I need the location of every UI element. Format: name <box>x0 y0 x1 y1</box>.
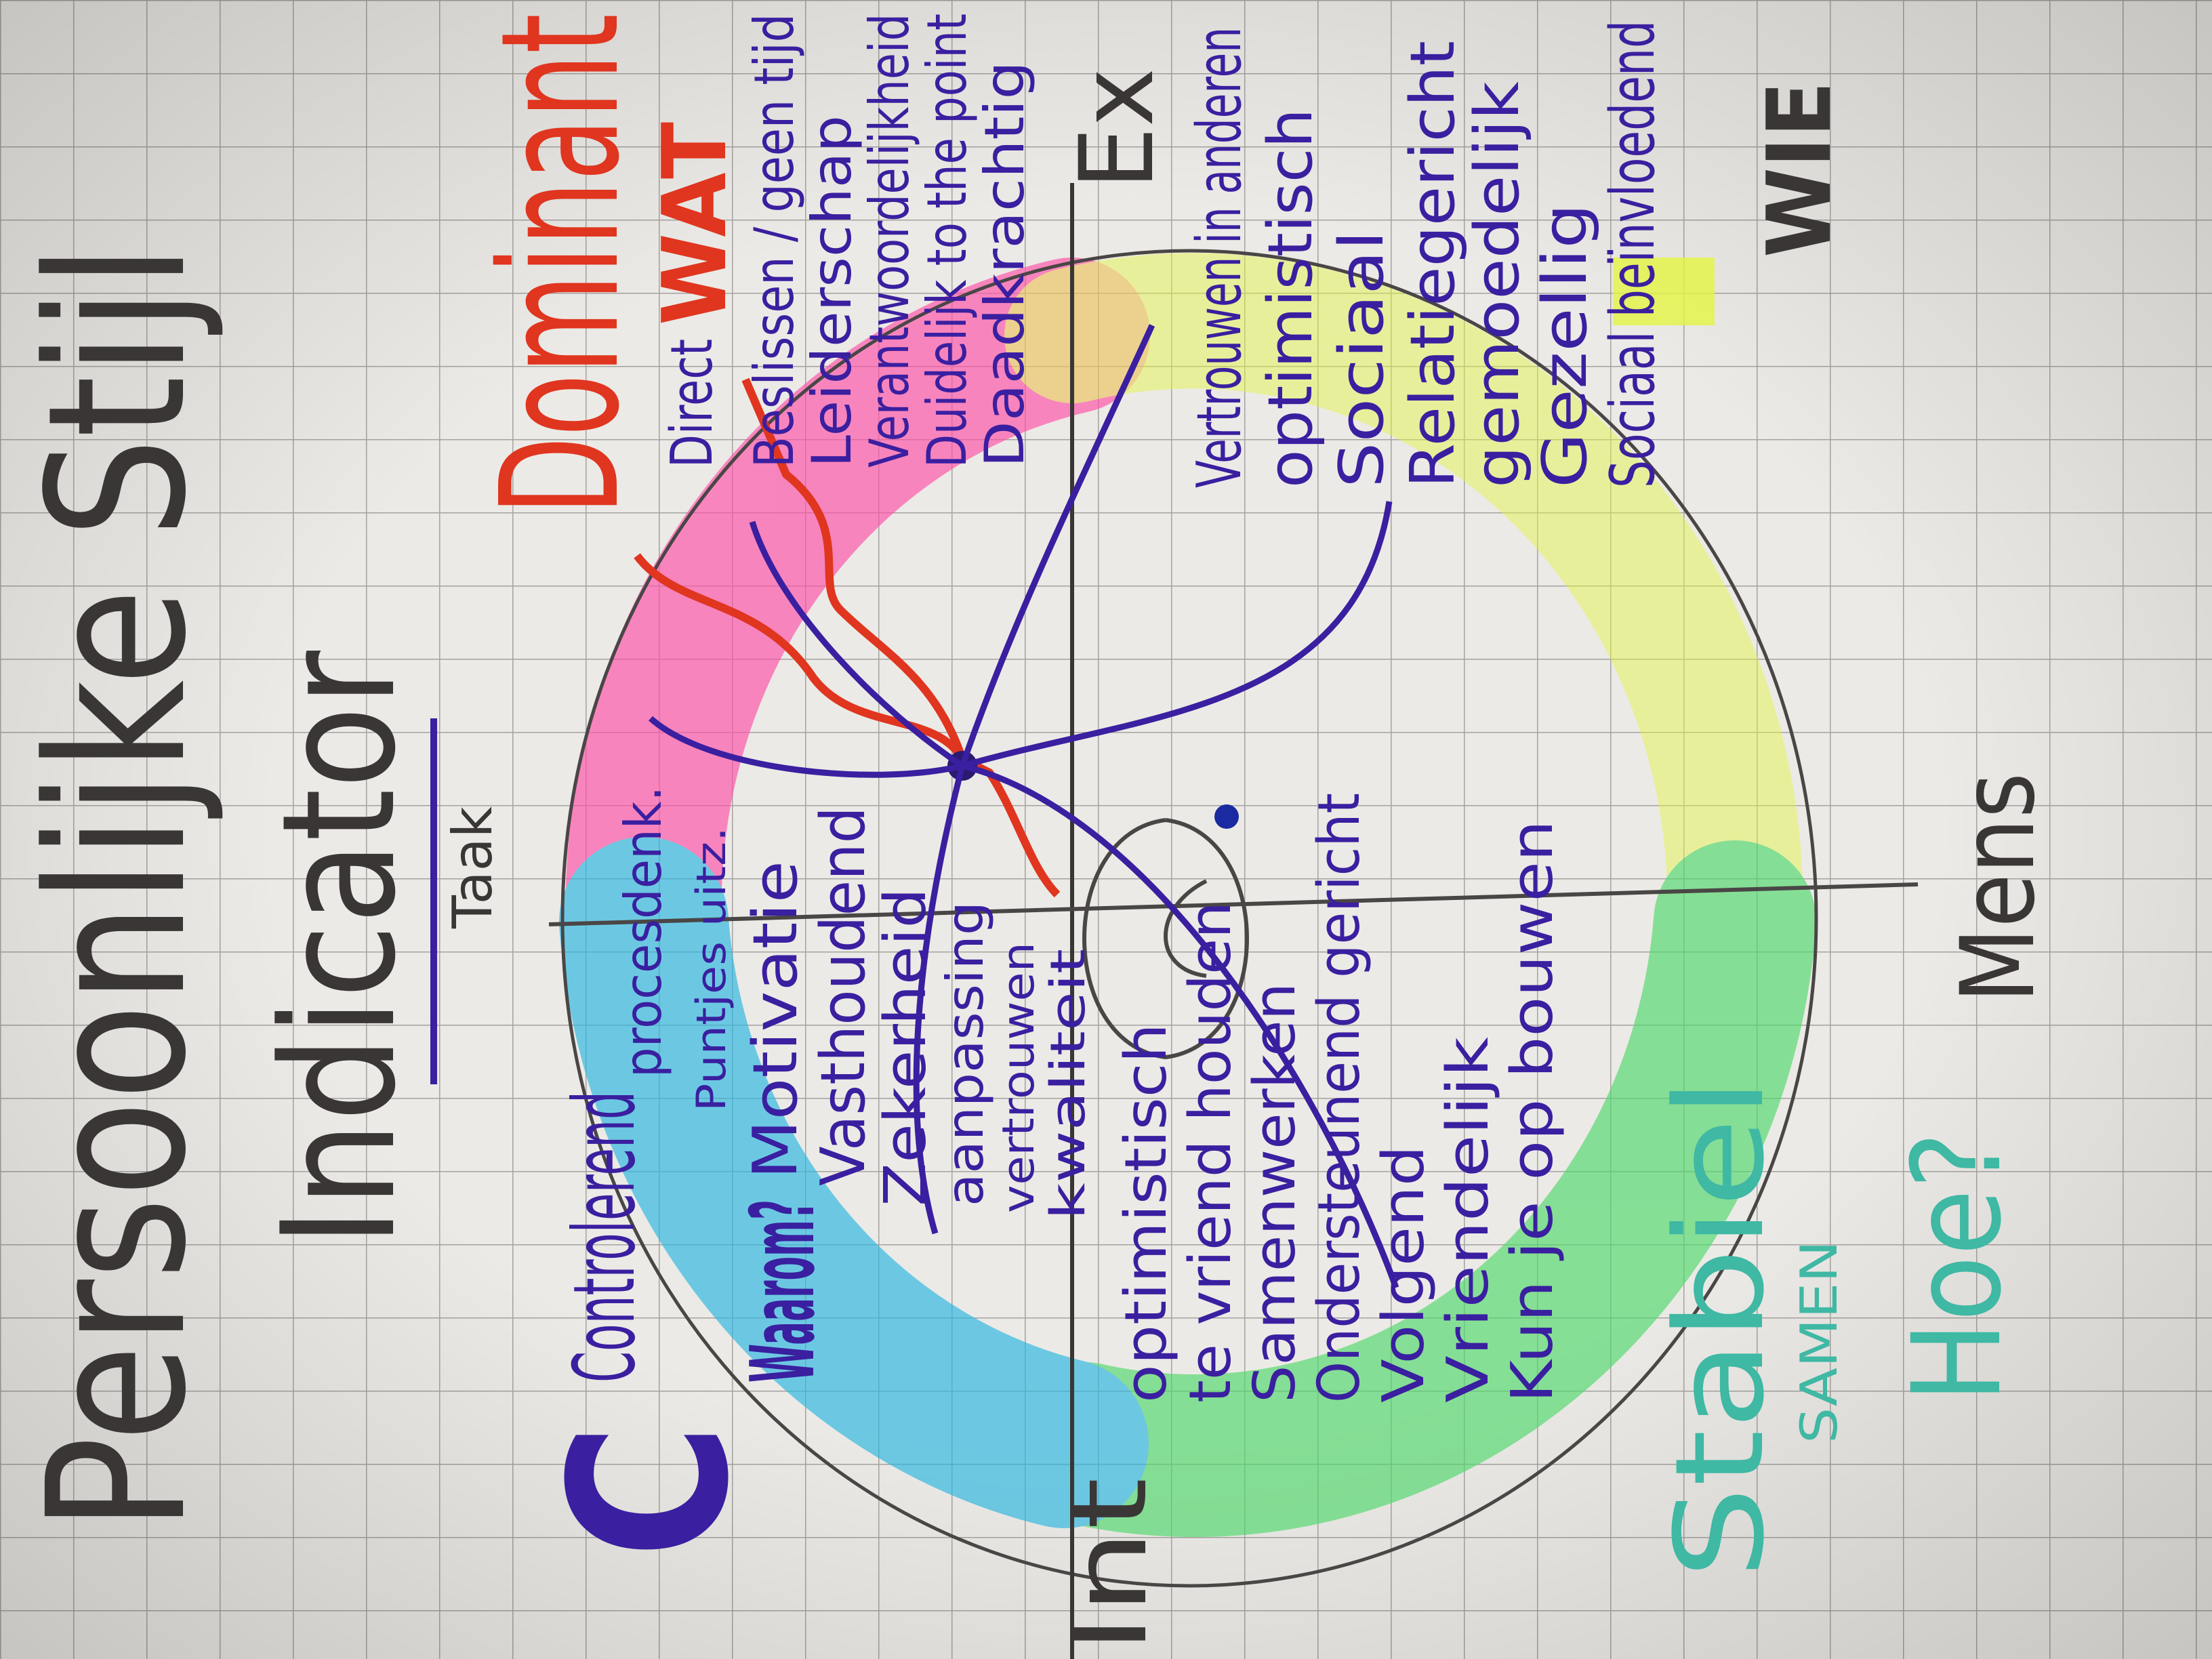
controlerend-title: Controlerend <box>556 1091 654 1382</box>
page-subtitle: Indicator <box>249 651 430 1247</box>
arrow-to-invloedend <box>961 501 1393 769</box>
stabiel-item: optimistisch <box>1113 1023 1180 1403</box>
axis-label-int: Int <box>1052 1477 1170 1654</box>
invloedend-item: Sociaal <box>1326 230 1397 488</box>
center-spiral <box>1082 818 1249 1060</box>
controlerend-item: kwaliteit <box>1040 949 1096 1220</box>
dominant-item: Leiderschap <box>800 115 863 468</box>
controlerend-item: Vasthoudend <box>808 806 879 1186</box>
stabiel-item: Ondersteunend gericht <box>1306 793 1373 1403</box>
controlerend-item: Puntjes uitz. <box>688 827 735 1111</box>
invloedend-item: optimistisch <box>1255 108 1326 488</box>
model-circle <box>560 249 1818 1588</box>
dominant-item: Daadkrachtig <box>973 61 1036 468</box>
axis-label-mens: Mens <box>1940 773 2057 1003</box>
stabiel-title: Stabiel <box>1650 1078 1791 1579</box>
invloedend-item: Sociaal beïnvloedend <box>1597 20 1668 488</box>
dominant-item: Beslissen / geen tijd <box>743 14 806 468</box>
blue-arrows <box>649 324 1399 1289</box>
stabiel-item: te vriend houden <box>1177 901 1244 1403</box>
red-boundary-line <box>634 377 1061 898</box>
dominant-item: Verantwoordelijkheid <box>858 14 921 468</box>
invloedend-item: Gezellig <box>1530 203 1601 488</box>
controlerend-color-zone <box>559 837 1149 1528</box>
controlerend-item: aanpassing <box>935 901 995 1206</box>
marker-dot <box>1214 804 1239 829</box>
stabiel-subtitle: SAMEN <box>1789 1240 1849 1443</box>
arrow-to-dominant <box>749 520 964 769</box>
invloedend-question: WIE <box>1748 81 1851 258</box>
page-title: Persoonlijke Stijl <box>7 244 228 1532</box>
arrow-to-stabiel <box>961 762 1399 1289</box>
highlight-box <box>1613 258 1715 325</box>
invloedend-color-zone <box>1004 253 1803 989</box>
stabiel-color-zone <box>1003 840 1816 1537</box>
invloedend-item: Vertrouwen in anderen <box>1184 27 1255 488</box>
dominant-item: Direct <box>659 339 726 468</box>
arrow-to-taak <box>649 716 964 778</box>
controlerend-item: Zekerheid <box>872 888 939 1206</box>
controlerend-item: Motivatie <box>740 861 811 1179</box>
axis-label-ex: Ex <box>1059 68 1176 190</box>
stabiel-question: Hoe? <box>1887 1132 2028 1403</box>
invloedend-item: gemoedelijk <box>1462 81 1533 488</box>
stabiel-item: Kun je op bouwen <box>1499 820 1566 1403</box>
stabiel-item: Volgend <box>1370 1145 1437 1403</box>
dominant-question: WAT <box>643 122 746 325</box>
center-spiral-inner <box>1164 879 1208 978</box>
controlerend-item: vertrouwen <box>994 942 1044 1213</box>
controlerend-item: procesdenk. <box>613 786 673 1078</box>
stabiel-item: Vriendelijk <box>1435 1037 1502 1403</box>
arrow-to-controlerend <box>913 764 966 1235</box>
arrow-to-ex <box>959 324 1155 767</box>
stabiel-item: Samenwerken <box>1242 983 1309 1403</box>
controlerend-question: Waarom? <box>731 1200 834 1382</box>
controlerend-letter: C <box>525 1423 777 1559</box>
horizontal-axis <box>548 882 1919 926</box>
invloedend-item: Relatiegericht <box>1397 41 1469 488</box>
axis-label-taak: Taak <box>441 806 504 929</box>
dominant-item: Duidelijk to the point <box>916 14 979 468</box>
dominant-title: Dominant <box>466 14 655 515</box>
